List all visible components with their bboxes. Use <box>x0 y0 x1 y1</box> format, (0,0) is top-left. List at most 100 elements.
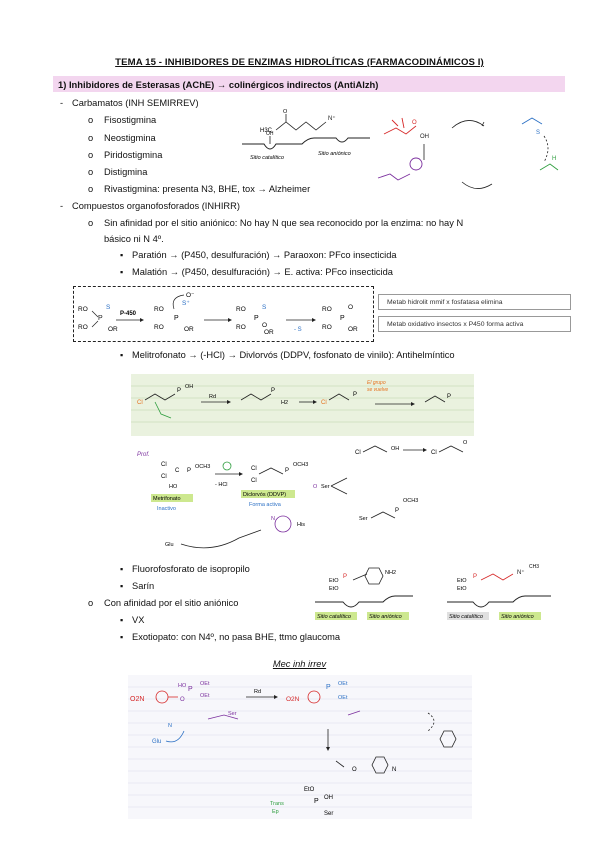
forma-activa-label: Forma activa <box>249 502 282 508</box>
svg-text:OH: OH <box>420 134 429 140</box>
svg-text:Ep: Ep <box>272 809 279 815</box>
carbamate-site-figure: H3C N⁺ O OH Sitio catalítico Sitio anión… <box>242 109 370 161</box>
sitio-catalitico-label: Sitio catalítico <box>449 614 483 620</box>
svg-text:P: P <box>314 798 319 805</box>
metrifonato-mechanism-figure: Cl P OH Rd P H2 Cl P El grupo se vuelve … <box>131 374 474 549</box>
p450-mechanism-figure: RO RO P S OR P-450 RO RO P S⁺ O⁻ OR RO R… <box>78 292 358 336</box>
sitio-anionico-label: Sitio aniónico <box>318 151 351 157</box>
svg-text:RO: RO <box>236 324 246 331</box>
bullet-o: o <box>88 167 94 177</box>
svg-text:N: N <box>392 767 396 773</box>
svg-text:OCH3: OCH3 <box>293 462 308 468</box>
bullet-exotiopato: Exotiopato: con N4º, no pasa BHE, ttmo g… <box>132 632 341 642</box>
bullet-rivastigmina: Rivastigmina: presenta N3, BHE, tox → Al… <box>104 184 311 194</box>
svg-text:RO: RO <box>154 306 164 313</box>
bullet-sin-afinidad-cont: básico ni N 4º. <box>104 234 164 244</box>
svg-text:HO: HO <box>178 683 187 689</box>
svg-text:S: S <box>536 130 540 136</box>
svg-text:OEt: OEt <box>200 693 210 699</box>
svg-text:Cl: Cl <box>161 474 167 480</box>
inactivo-label: Inactivo <box>157 506 176 512</box>
svg-text:RO: RO <box>154 324 164 331</box>
diclorvos-label: Diclorvós (DDVP) <box>243 492 286 498</box>
svg-text:OR: OR <box>264 329 274 336</box>
svg-text:OEt: OEt <box>338 681 348 687</box>
page-title: TEMA 15 - INHIBIDORES DE ENZIMAS HIDROLÍ… <box>115 57 484 68</box>
bullet-metrifonato: Melitrofonato → (-HCl) → Divlorvós (DDPV… <box>132 350 455 360</box>
svg-text:N: N <box>271 516 275 522</box>
svg-text:S: S <box>106 304 111 311</box>
svg-text:Cl: Cl <box>431 450 437 456</box>
bullet-vx: VX <box>132 615 145 625</box>
sitio-catalitico-label: Sitio catalítico <box>250 155 284 161</box>
svg-text:Trans: Trans <box>270 801 284 807</box>
svg-text:P: P <box>473 574 477 580</box>
square-bullet: ▪ <box>120 250 124 260</box>
minus-s-label: - S <box>294 327 302 333</box>
bullet-o: o <box>88 115 94 125</box>
svg-text:Cl: Cl <box>321 400 327 406</box>
section-heading: 1) Inhibidores de Esterasas (AChE) → col… <box>58 79 379 90</box>
or-label: OR <box>108 326 118 333</box>
ser-label: Ser <box>359 516 368 522</box>
square-bullet: ▪ <box>120 632 124 642</box>
bullet-o: o <box>88 598 94 608</box>
svg-text:Cl: Cl <box>137 400 143 406</box>
svg-text:OR: OR <box>184 326 194 333</box>
svg-text:OEt: OEt <box>338 695 348 701</box>
svg-text:O2N: O2N <box>286 696 300 703</box>
bullet-paration: Paratión → (P450, desulfuración) → Parao… <box>132 250 397 260</box>
bullet-o: o <box>88 184 94 194</box>
svg-text:OEt: OEt <box>200 681 210 687</box>
svg-text:OH: OH <box>266 131 274 137</box>
svg-text:EtO: EtO <box>457 586 467 592</box>
metrifonato-label: Metrifonato <box>153 496 181 502</box>
svg-text:N: N <box>168 723 172 729</box>
bullet-distigmina: Distigmina <box>104 167 148 177</box>
svg-text:OH: OH <box>324 795 333 801</box>
sitio-anionico-label: Sitio aniónico <box>501 614 534 620</box>
mec-inh-irrev-figure: O2N O P HO OEt OEt Ser N Glu Rd O2N P OE… <box>128 675 472 819</box>
svg-text:P: P <box>188 686 193 693</box>
bullet-organofosforados: Compuestos organofosforados (INHIRR) <box>72 201 240 211</box>
svg-text:S⁺: S⁺ <box>182 300 190 307</box>
svg-text:C: C <box>175 468 180 474</box>
bullet-o: o <box>88 218 94 228</box>
svg-text:HO: HO <box>169 484 178 490</box>
svg-text:O2N: O2N <box>130 696 144 703</box>
eto-label: EtO <box>329 586 339 592</box>
ro-label: RO <box>78 306 88 313</box>
svg-text:P: P <box>395 508 399 514</box>
rd-label: Rd <box>254 689 261 695</box>
bullet-dash: - <box>60 98 64 108</box>
svg-text:P: P <box>285 468 289 474</box>
sitio-anionico-label: Sitio aniónico <box>369 614 402 620</box>
svg-text:se vuelve: se vuelve <box>367 387 388 393</box>
bullet-neostigmina: Neostigmina <box>104 133 156 143</box>
svg-text:EtO: EtO <box>304 787 315 793</box>
svg-text:O: O <box>180 697 185 703</box>
his-label: His <box>297 522 305 528</box>
svg-text:P: P <box>353 392 357 398</box>
svg-text:P: P <box>187 468 191 474</box>
rd-label: Rd <box>209 394 216 400</box>
svg-text:RO: RO <box>236 306 246 313</box>
svg-text:P: P <box>326 684 331 691</box>
svg-text:P: P <box>177 388 181 394</box>
svg-text:H: H <box>552 156 556 162</box>
svg-text:Cl: Cl <box>251 478 257 484</box>
svg-text:O: O <box>348 304 353 311</box>
bullet-sarin: Sarín <box>132 581 155 591</box>
bullet-fluoro: Fluorofosforato de isopropilo <box>132 564 250 574</box>
bullet-o: o <box>88 133 94 143</box>
svg-text:N⁺: N⁺ <box>517 569 525 576</box>
svg-text:O: O <box>352 767 357 773</box>
svg-text:O: O <box>262 322 267 329</box>
svg-text:OCH3: OCH3 <box>403 498 418 504</box>
svg-text:OH: OH <box>185 384 193 390</box>
sitio-catalitico-label: Sitio catalítico <box>317 614 351 620</box>
svg-text:O: O <box>313 484 318 490</box>
svg-text:O⁻: O⁻ <box>186 292 195 299</box>
square-bullet: ▪ <box>120 615 124 625</box>
